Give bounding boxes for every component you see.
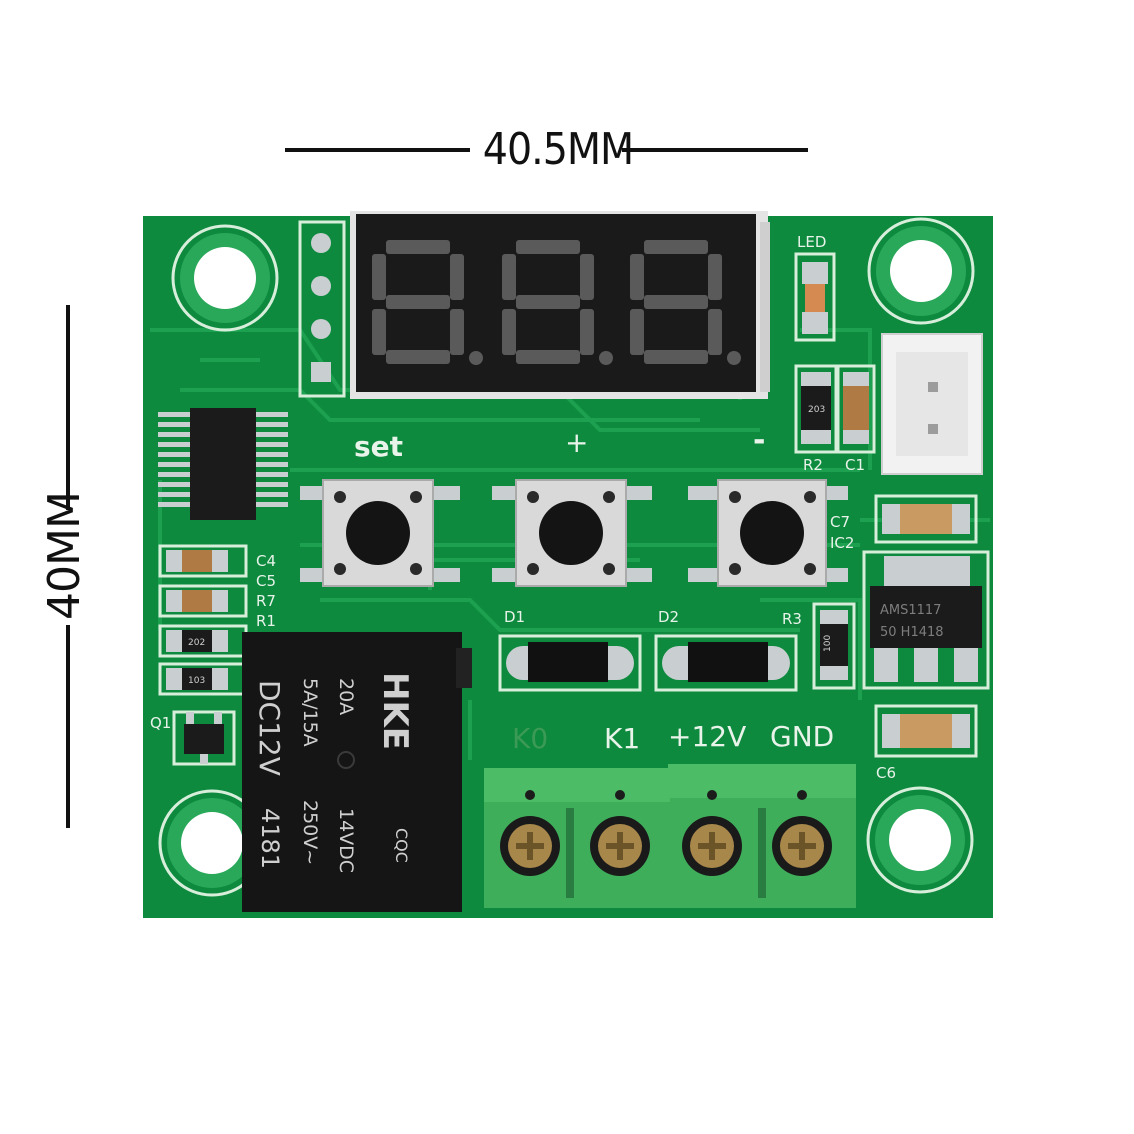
width-dimension-line-right bbox=[622, 148, 808, 152]
width-dimension-label: 40.5MM bbox=[482, 124, 634, 175]
digit-2-segment-4 bbox=[516, 295, 580, 309]
diode-d2 bbox=[654, 634, 798, 692]
relay bbox=[242, 632, 472, 912]
digit-2-segment-1 bbox=[516, 240, 580, 254]
regulator-mark-1: AMS1117 bbox=[880, 603, 941, 618]
label-12v: +12V bbox=[668, 720, 746, 753]
label-c4: C4 bbox=[256, 552, 276, 570]
mark-202: 202 bbox=[188, 638, 205, 648]
regulator-mark-2: 50 H1418 bbox=[880, 625, 944, 640]
label-r2: R2 bbox=[803, 456, 823, 474]
digit-2-segment-5 bbox=[502, 309, 516, 355]
push-button-set[interactable] bbox=[300, 479, 460, 587]
digit-2-segment-6 bbox=[580, 309, 594, 355]
label-q1: Q1 bbox=[150, 714, 171, 732]
ic-chip-left bbox=[158, 408, 288, 520]
digit-2-segment-3 bbox=[580, 254, 594, 300]
digit-1-decimal-point bbox=[469, 351, 483, 365]
label-c6: C6 bbox=[876, 764, 896, 782]
capacitor-c6 bbox=[874, 704, 978, 758]
relay-coil-dc: 14VDC bbox=[335, 808, 357, 873]
screw-k1 bbox=[590, 816, 650, 876]
digit-3-segment-2 bbox=[630, 254, 644, 300]
label-minus: - bbox=[753, 423, 765, 458]
capacitor-c5 bbox=[158, 584, 248, 618]
label-c1: C1 bbox=[845, 456, 865, 474]
digit-1-segment-2 bbox=[372, 254, 386, 300]
relay-cert: CQC bbox=[392, 828, 411, 863]
width-dimension-line-left bbox=[285, 148, 470, 152]
status-led bbox=[794, 252, 836, 342]
sensor-connector bbox=[881, 333, 983, 475]
label-d1: D1 bbox=[504, 608, 525, 626]
digit-1-segment-6 bbox=[450, 309, 464, 355]
digit-2-segment-2 bbox=[502, 254, 516, 300]
digit-2-segment-7 bbox=[516, 350, 580, 364]
height-dimension-line-top bbox=[66, 305, 70, 510]
height-dimension-line-bottom bbox=[66, 625, 70, 828]
label-r1: R1 bbox=[256, 612, 276, 630]
label-c5: C5 bbox=[256, 572, 276, 590]
display-segments bbox=[372, 240, 741, 365]
digit-3-segment-1 bbox=[644, 240, 708, 254]
relay-rating-1: 20A bbox=[335, 678, 357, 715]
label-plus: + bbox=[565, 426, 588, 459]
label-c7: C7 bbox=[830, 513, 850, 531]
relay-brand: HKE bbox=[375, 672, 415, 750]
label-d2: D2 bbox=[658, 608, 679, 626]
digit-3-segment-6 bbox=[708, 309, 722, 355]
push-button-plus[interactable] bbox=[492, 479, 652, 587]
screw-12v bbox=[682, 816, 742, 876]
digit-1-segment-4 bbox=[386, 295, 450, 309]
digit-3-decimal-point bbox=[727, 351, 741, 365]
display-header-pins bbox=[298, 220, 346, 398]
mounting-hole-bottom-right bbox=[866, 786, 974, 894]
screw-k0 bbox=[500, 816, 560, 876]
digit-3-segment-7 bbox=[644, 350, 708, 364]
label-set: set bbox=[354, 430, 403, 463]
push-button-minus[interactable] bbox=[688, 479, 848, 587]
label-led: LED bbox=[797, 233, 826, 251]
resistor-r1 bbox=[158, 662, 248, 696]
label-k0: K0 bbox=[512, 722, 548, 755]
label-r3: R3 bbox=[782, 610, 802, 628]
label-ic2: IC2 bbox=[830, 534, 854, 552]
relay-model: 4181 bbox=[256, 808, 284, 869]
screw-gnd bbox=[772, 816, 832, 876]
relay-rating-2: 5A/15A bbox=[299, 678, 321, 747]
mark-103: 103 bbox=[188, 676, 205, 686]
diode-d1 bbox=[498, 634, 642, 692]
voltage-regulator-ic2 bbox=[862, 550, 990, 690]
digit-1-segment-5 bbox=[372, 309, 386, 355]
relay-rating-3: 250V~ bbox=[299, 800, 321, 865]
mounting-hole-bottom-left bbox=[158, 789, 266, 897]
digit-1-segment-1 bbox=[386, 240, 450, 254]
capacitor-c7 bbox=[874, 494, 978, 544]
capacitor-c1 bbox=[836, 364, 876, 454]
digit-3-segment-3 bbox=[708, 254, 722, 300]
transistor-q1 bbox=[172, 710, 236, 766]
digit-3-segment-5 bbox=[630, 309, 644, 355]
label-r7: R7 bbox=[256, 592, 276, 610]
label-k1: K1 bbox=[604, 722, 640, 755]
mounting-hole-top-right bbox=[867, 217, 975, 325]
resistor-r3 bbox=[812, 602, 856, 690]
relay-markings: HKE 20A 5A/15A 250V~ DC12V 14VDC 4181 CQ… bbox=[253, 672, 415, 873]
digit-1-segment-3 bbox=[450, 254, 464, 300]
mounting-hole-top-left bbox=[171, 224, 279, 332]
digit-2-decimal-point bbox=[599, 351, 613, 365]
relay-coil: DC12V bbox=[253, 680, 286, 776]
mark-100: 100 bbox=[823, 635, 833, 652]
digit-3-segment-4 bbox=[644, 295, 708, 309]
capacitor-c4 bbox=[158, 544, 248, 578]
digit-1-segment-7 bbox=[386, 350, 450, 364]
resistor-r2 bbox=[794, 364, 838, 454]
mark-203: 203 bbox=[808, 405, 825, 415]
label-gnd: GND bbox=[770, 720, 834, 753]
